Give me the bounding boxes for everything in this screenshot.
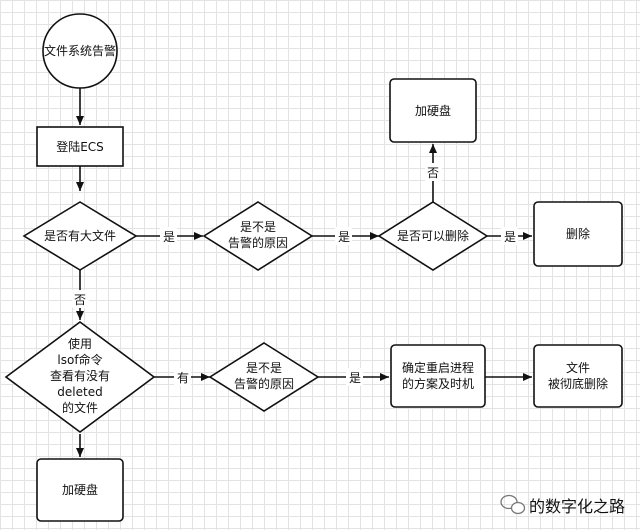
node-action-add-disk-2-label: 加硬盘 (62, 482, 98, 497)
node-action-delete-label: 删除 (566, 226, 590, 241)
edge-label-lsof-yes: 有 (177, 371, 189, 385)
edge-label-bigfile-yes: 是 (163, 230, 175, 244)
edge-label-cause1-yes: 是 (338, 230, 350, 244)
wechat-icon (500, 494, 526, 515)
node-decision-cause-2-line2: 告警的原因 (234, 376, 294, 391)
node-action-file-deleted-line1: 文件 (566, 360, 590, 375)
node-action-add-disk-1-label: 加硬盘 (415, 103, 451, 118)
node-decision-lsof-line5: 的文件 (62, 400, 98, 415)
edge-label-bigfile-no: 否 (74, 293, 86, 307)
node-action-add-disk-1: 加硬盘 (389, 78, 477, 143)
watermark-text: 的数字化之路 (529, 497, 625, 516)
node-action-file-deleted-line2: 被彻底删除 (548, 376, 608, 391)
node-decision-cause-2-line1: 是不是 (246, 361, 282, 375)
node-action-restart-plan-line2: 的方案及时机 (402, 376, 474, 391)
node-action-restart-plan: 确定重启进程 的方案及时机 (390, 344, 486, 408)
node-login: 登陆ECS (36, 126, 124, 167)
node-decision-big-file-label: 是否有大文件 (44, 228, 116, 243)
edge-label-candelete-no: 否 (427, 166, 439, 180)
node-decision-can-delete-label: 是否可以删除 (397, 228, 469, 243)
node-action-restart-plan-line1: 确定重启进程 (402, 360, 474, 375)
node-action-file-deleted: 文件 被彻底删除 (533, 344, 623, 408)
node-decision-lsof-line2: lsof命令 (57, 352, 102, 367)
edge-label-cause2-yes: 是 (349, 371, 361, 385)
node-decision-can-delete: 是否可以删除 (377, 201, 489, 271)
node-action-delete: 删除 (533, 201, 623, 267)
node-decision-cause-1-line1: 是不是 (240, 220, 276, 234)
node-decision-lsof-line3: 查看有没有 (50, 368, 110, 383)
edge-labels: 是 是 是 否 否 有 是 (72, 163, 518, 386)
node-decision-cause-1-line2: 告警的原因 (228, 235, 288, 250)
node-action-add-disk-2: 加硬盘 (36, 458, 124, 522)
node-decision-big-file: 是否有大文件 (22, 201, 138, 271)
edge-label-candelete-yes: 是 (504, 230, 516, 244)
node-start-label: 文件系统告警 (44, 43, 116, 58)
node-decision-lsof: 使用 lsof命令 查看有没有 deleted 的文件 (4, 321, 156, 433)
node-decision-cause-2: 是不是 告警的原因 (208, 342, 320, 412)
nodes: 文件系统告警 登陆ECS 是否有大文件 是不是 告警的原因 是否可以删除 删除 (4, 13, 623, 522)
node-decision-cause-1: 是不是 告警的原因 (202, 201, 314, 271)
node-decision-lsof-line1: 使用 (68, 336, 92, 351)
node-login-label: 登陆ECS (56, 139, 104, 154)
watermark: 的数字化之路 (500, 494, 625, 516)
node-start: 文件系统告警 (42, 13, 118, 89)
node-decision-lsof-line4: deleted (57, 385, 102, 399)
